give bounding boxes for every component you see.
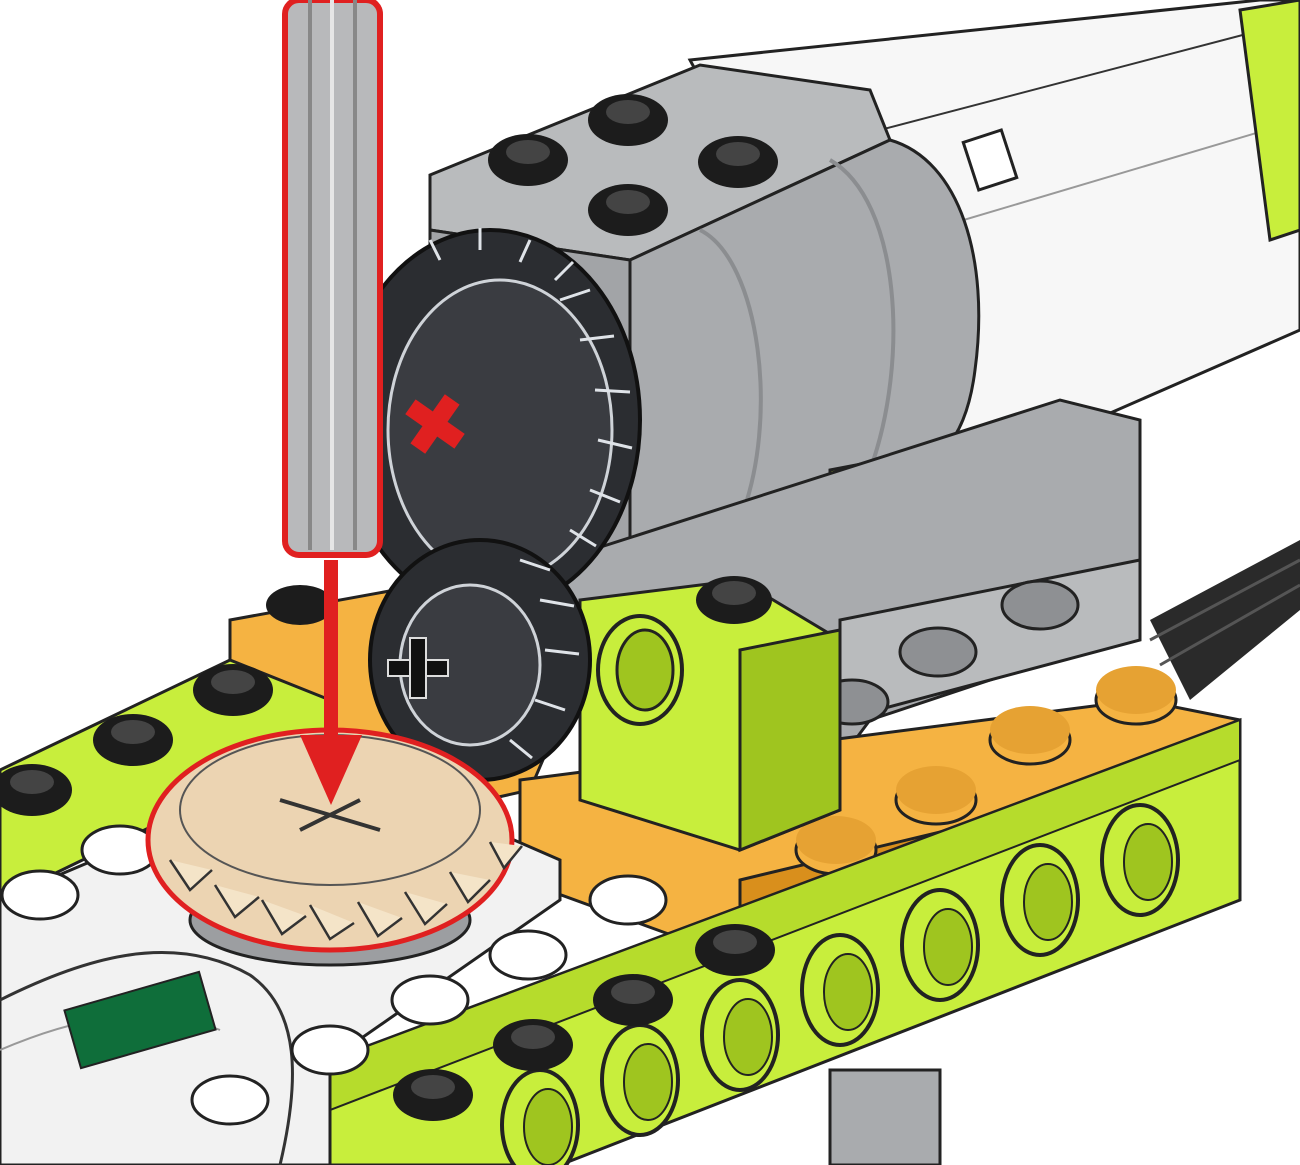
gear-cross-hole-icon bbox=[387, 637, 449, 699]
axle bbox=[282, 0, 383, 558]
lime-brick bbox=[578, 576, 842, 853]
gear-tan-cross-icon bbox=[279, 798, 381, 832]
lime-beam bbox=[0, 658, 1242, 1165]
hub-studs bbox=[0, 824, 668, 1126]
hub-indicator-light bbox=[63, 970, 217, 1070]
motor-studs bbox=[488, 94, 778, 236]
gear-tan bbox=[145, 727, 523, 967]
arrow-down-icon bbox=[300, 560, 362, 805]
orange-plate-studs bbox=[266, 585, 1178, 876]
gear-axle-hole-icon bbox=[405, 394, 465, 454]
gear-black bbox=[338, 228, 642, 782]
